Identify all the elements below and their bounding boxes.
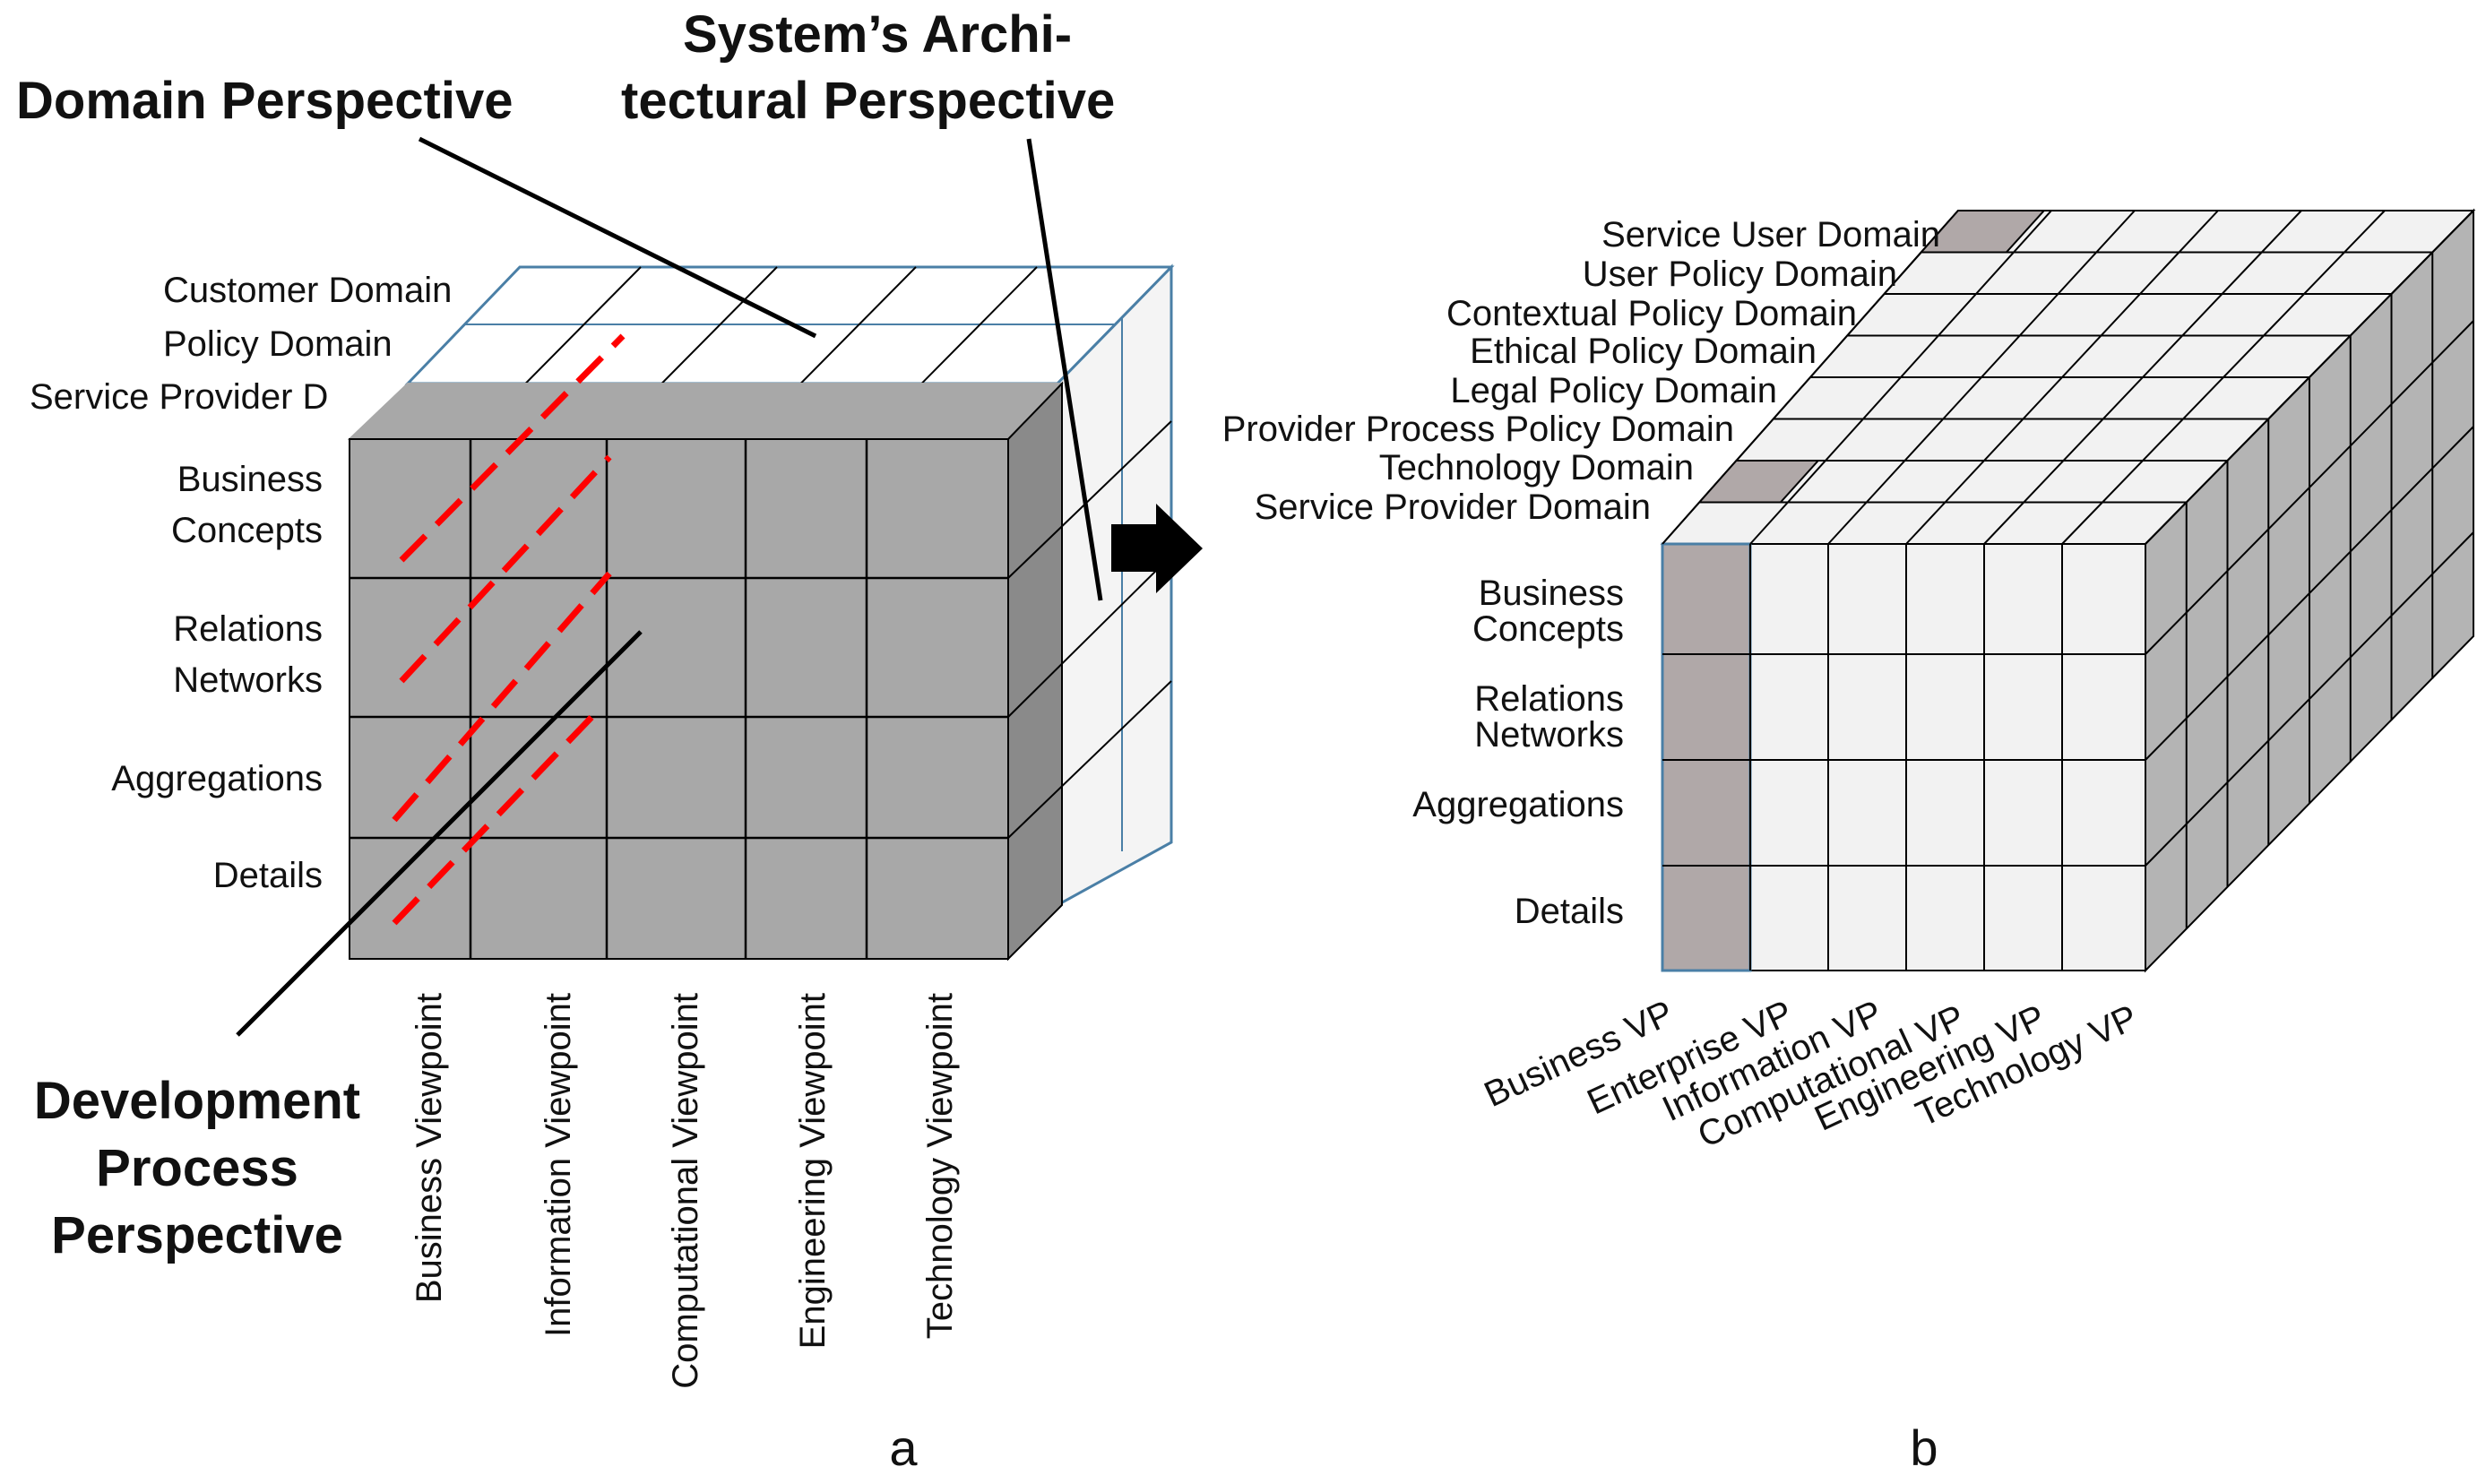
panel-b-cube: Service User Domain User Policy Domain C… (1222, 208, 2476, 1476)
b-domain-service-provider: Service Provider Domain (1255, 487, 1651, 527)
domain-perspective-title: Domain Perspective (16, 72, 513, 130)
viewpoint-label-business: Business Viewpoint (410, 993, 449, 1303)
b-row-business-2: Concepts (1472, 609, 1624, 649)
architectural-pointer (1026, 138, 1103, 601)
b-side-hline-0 (2145, 320, 2474, 655)
development-perspective-line2: Process (96, 1139, 298, 1197)
row-label-business-1: Business (177, 460, 323, 499)
panel-b-caption: b (1910, 1419, 1938, 1476)
b-domain-contextual-policy: Contextual Policy Domain (1446, 294, 1857, 333)
row-label-business-2: Concepts (171, 511, 323, 550)
development-pointer (236, 630, 643, 1037)
domain-label-policy: Policy Domain (163, 324, 393, 364)
front-grid (350, 439, 1008, 959)
b-row-details: Details (1515, 892, 1624, 931)
b-domain-provider-process-policy: Provider Process Policy Domain (1222, 410, 1734, 449)
b-row-relations-1: Relations (1474, 679, 1624, 719)
b-side-hline-2 (2145, 531, 2474, 867)
b-front-grid (1662, 544, 2145, 971)
development-perspective-line3: Perspective (51, 1206, 343, 1264)
domain-label-customer: Customer Domain (163, 271, 452, 310)
system-perspective-title-line2: tectural Perspective (621, 72, 1115, 130)
viewpoint-label-engineering: Engineering Viewpoint (793, 993, 833, 1349)
b-domain-legal-policy: Legal Policy Domain (1450, 371, 1777, 410)
red-dashed-lines (392, 333, 626, 926)
b-top-grid (1662, 210, 2474, 545)
row-label-details: Details (213, 856, 323, 895)
b-top-highlight-technology (1697, 460, 1821, 504)
b-side-grid (2145, 252, 2474, 929)
row-label-relations-1: Relations (173, 609, 323, 649)
b-row-relations-2: Networks (1474, 715, 1624, 755)
perspective-pointers (236, 136, 1103, 1037)
front-cube-top (347, 383, 1065, 440)
viewpoint-label-information: Information Viewpoint (539, 993, 578, 1337)
viewpoint-label-technology: Technology Viewpoint (920, 993, 960, 1339)
side-grid (1007, 385, 1172, 905)
arrow-right-icon (1111, 504, 1203, 593)
panel-a-caption: a (889, 1419, 918, 1476)
b-row-aggregations: Aggregations (1412, 785, 1624, 824)
domain-label-service-provider: Service Provider D (30, 377, 328, 417)
row-label-relations-2: Networks (173, 660, 323, 700)
viewpoint-label-computational: Computational Viewpoint (666, 993, 705, 1389)
b-top-highlight-service-user (1919, 210, 2047, 254)
b-domain-user-policy: User Policy Domain (1583, 255, 1897, 294)
b-domain-technology: Technology Domain (1379, 448, 1694, 487)
development-perspective-line1: Development (34, 1072, 360, 1130)
system-perspective-title-line1: System’s Archi- (683, 5, 1072, 64)
b-row-business-1: Business (1479, 574, 1624, 613)
b-front-highlight-column (1661, 542, 1752, 972)
panel-a-cube: Domain Perspective System’s Archi- tectu… (16, 5, 1175, 1476)
domain-pointer (418, 136, 817, 339)
b-side-hline-1 (2145, 426, 2474, 761)
row-label-aggregations: Aggregations (111, 759, 323, 798)
front-cube-face (349, 438, 1009, 960)
b-domain-ethical-policy: Ethical Policy Domain (1470, 332, 1817, 371)
b-domain-service-user: Service User Domain (1601, 215, 1940, 255)
